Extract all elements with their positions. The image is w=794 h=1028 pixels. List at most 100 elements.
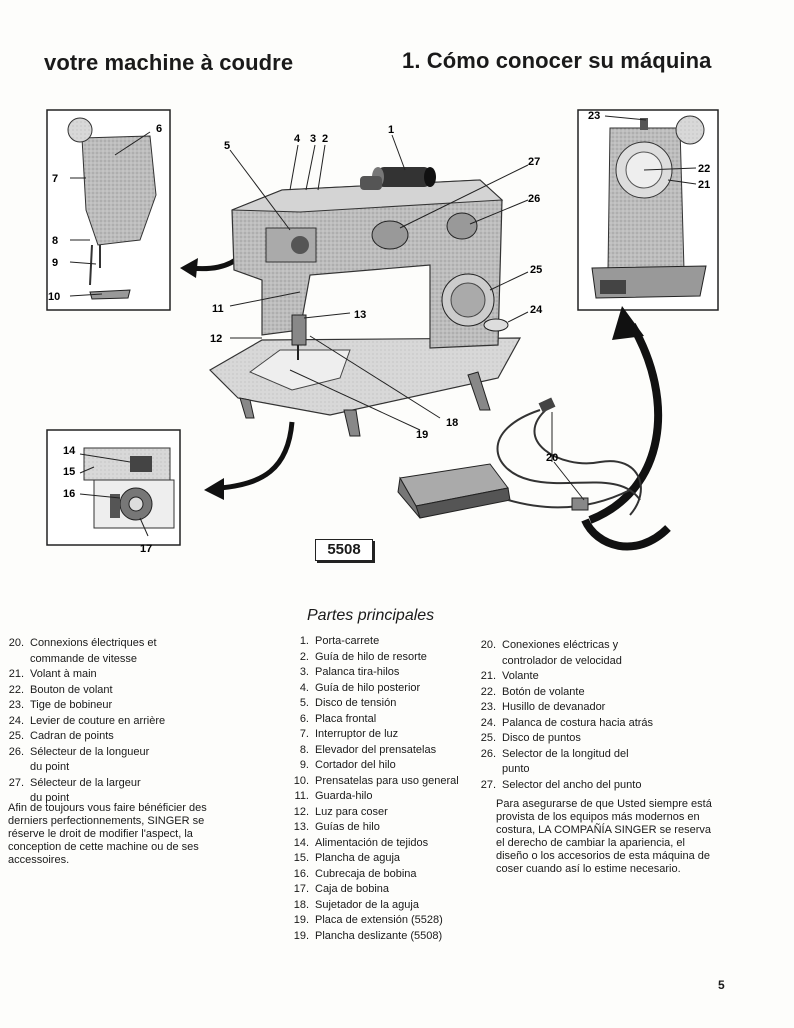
list-item: 16. Cubrecaja de bobina bbox=[285, 867, 485, 883]
item-text: Selector del ancho del punto bbox=[502, 778, 642, 791]
sewing-machine-diagram: 6 7 8 9 10 bbox=[46, 109, 719, 555]
callout-13: 13 bbox=[354, 309, 366, 321]
item-number: 25. bbox=[8, 730, 24, 742]
item-text: Sujetador de la aguja bbox=[315, 898, 419, 911]
item-text: Caja de bobina bbox=[315, 883, 390, 895]
item-text: Sélecteur de la longueur bbox=[30, 745, 150, 758]
item-text: Levier de couture en arrière bbox=[30, 714, 166, 727]
callout-19: 19 bbox=[416, 429, 428, 441]
list-item: 21.Volant à main bbox=[0, 667, 220, 683]
item-number: 26. bbox=[480, 747, 496, 760]
callout-4: 4 bbox=[294, 133, 301, 145]
item-text: Tige de bobineur bbox=[30, 699, 113, 711]
item-number: 11. bbox=[294, 790, 309, 802]
item-text: Volante bbox=[502, 670, 539, 682]
item-text: Cadran de points bbox=[30, 730, 114, 742]
item-number: 14. bbox=[293, 836, 309, 849]
item-text-continued: punto bbox=[502, 763, 530, 775]
list-item: 11.Guarda-hilo bbox=[285, 789, 485, 805]
model-number-badge: 5508 bbox=[315, 539, 373, 561]
item-text: Placa de extensión (5528) bbox=[315, 914, 443, 926]
page-number: 5 bbox=[718, 978, 725, 992]
item-text: Guía de hilo posterior bbox=[315, 681, 421, 694]
item-number: 24. bbox=[480, 716, 496, 729]
item-number: 18. bbox=[293, 898, 309, 911]
item-text: Husillo de devanador bbox=[502, 701, 606, 713]
title-french: votre machine à coudre bbox=[44, 50, 294, 75]
item-text-continued: controlador de velocidad bbox=[502, 654, 622, 667]
list-item: 14. Alimentación de tejidos bbox=[285, 836, 485, 852]
french-disclaimer: Afin de toujours vous faire bénéficier d… bbox=[8, 802, 207, 866]
main-machine bbox=[209, 134, 529, 437]
item-number: 10. bbox=[293, 774, 309, 787]
item-text: Palanca de costura hacia atrás bbox=[502, 716, 654, 729]
callout-1: 1 bbox=[388, 124, 394, 136]
item-text: Connexions électriques et bbox=[30, 637, 157, 649]
callout-27: 27 bbox=[528, 156, 540, 168]
item-number: 9. bbox=[299, 759, 309, 771]
list-item: 27. Selector del ancho del punto bbox=[472, 778, 702, 794]
inset-bobbin-view bbox=[46, 429, 181, 546]
inset-left-side-view bbox=[46, 109, 171, 311]
list-item: 12.Luz para coser bbox=[285, 805, 485, 821]
item-number: 27. bbox=[8, 776, 24, 789]
list-item: 19.Plancha deslizante (5508) bbox=[285, 929, 485, 945]
list-item: 17.Caja de bobina bbox=[285, 882, 485, 898]
foot-controller bbox=[397, 397, 642, 519]
item-text: Elevador del prensatelas bbox=[315, 743, 437, 756]
list-item: 22. Botón de volante bbox=[472, 685, 702, 701]
callout-9: 9 bbox=[52, 257, 58, 269]
callout-8: 8 bbox=[52, 235, 58, 247]
item-number: 1. bbox=[299, 635, 309, 647]
item-number: 22. bbox=[8, 683, 24, 696]
list-item: 15.Plancha de aguja bbox=[285, 851, 485, 867]
callout-16: 16 bbox=[63, 488, 75, 500]
callout-20: 20 bbox=[546, 452, 558, 464]
item-number: 2. bbox=[299, 650, 309, 663]
list-item: 5. Disco de tensión bbox=[285, 696, 485, 712]
item-number: 16. bbox=[293, 867, 309, 880]
list-item: 1.Porta-carrete bbox=[285, 634, 485, 650]
list-item: 8.Elevador del prensatelas bbox=[285, 743, 485, 759]
item-text: Interruptor de luz bbox=[315, 728, 399, 740]
item-number: 22. bbox=[480, 685, 496, 698]
callout-7: 7 bbox=[52, 173, 58, 185]
item-text: Alimentación de tejidos bbox=[315, 836, 429, 849]
item-text: Botón de volante bbox=[502, 685, 585, 698]
item-number: 5. bbox=[299, 697, 309, 709]
callout-3: 3 bbox=[310, 133, 316, 145]
item-text: Conexiones eléctricas y bbox=[502, 639, 619, 651]
item-number: 19. bbox=[293, 914, 309, 926]
item-text: Cubrecaja de bobina bbox=[315, 867, 417, 880]
list-item: 9. Cortador del hilo bbox=[285, 758, 485, 774]
item-number: 23. bbox=[8, 699, 24, 711]
callout-12: 12 bbox=[210, 333, 222, 345]
title-spanish: 1. Cómo conocer su máquina bbox=[402, 48, 712, 73]
item-number: 13. bbox=[293, 821, 309, 833]
item-number: 20. bbox=[480, 639, 496, 651]
list-item: 6.Placa frontal bbox=[285, 712, 485, 728]
item-number: 26. bbox=[8, 745, 24, 758]
list-item: 27.Sélecteur de la largeur bbox=[0, 776, 220, 792]
item-number: 27. bbox=[480, 778, 496, 791]
item-text: Placa frontal bbox=[315, 712, 377, 725]
callout-10: 10 bbox=[48, 291, 60, 303]
list-item: 23.Husillo de devanador bbox=[472, 700, 702, 716]
item-text: Cortador del hilo bbox=[315, 759, 396, 771]
list-item: 18. Sujetador de la aguja bbox=[285, 898, 485, 914]
callout-22: 22 bbox=[698, 163, 710, 175]
spanish-disclaimer: Para asegurarse de que Usted siempre est… bbox=[496, 798, 712, 875]
item-number: 4. bbox=[299, 681, 309, 694]
list-item: 23. Tige de bobineur bbox=[0, 698, 220, 714]
item-text-continued: commande de vitesse bbox=[30, 652, 137, 665]
callout-5: 5 bbox=[224, 140, 230, 152]
item-text: Disco de tensión bbox=[315, 697, 397, 709]
list-item: 26.Selector de la longitud del bbox=[472, 747, 702, 763]
list-item: 2.Guía de hilo de resorte bbox=[285, 650, 485, 666]
item-text: Guías de hilo bbox=[315, 821, 380, 833]
callout-25: 25 bbox=[530, 264, 542, 276]
item-text-continued: du point bbox=[30, 761, 70, 773]
callout-21: 21 bbox=[698, 179, 710, 191]
callout-2: 2 bbox=[322, 133, 328, 145]
